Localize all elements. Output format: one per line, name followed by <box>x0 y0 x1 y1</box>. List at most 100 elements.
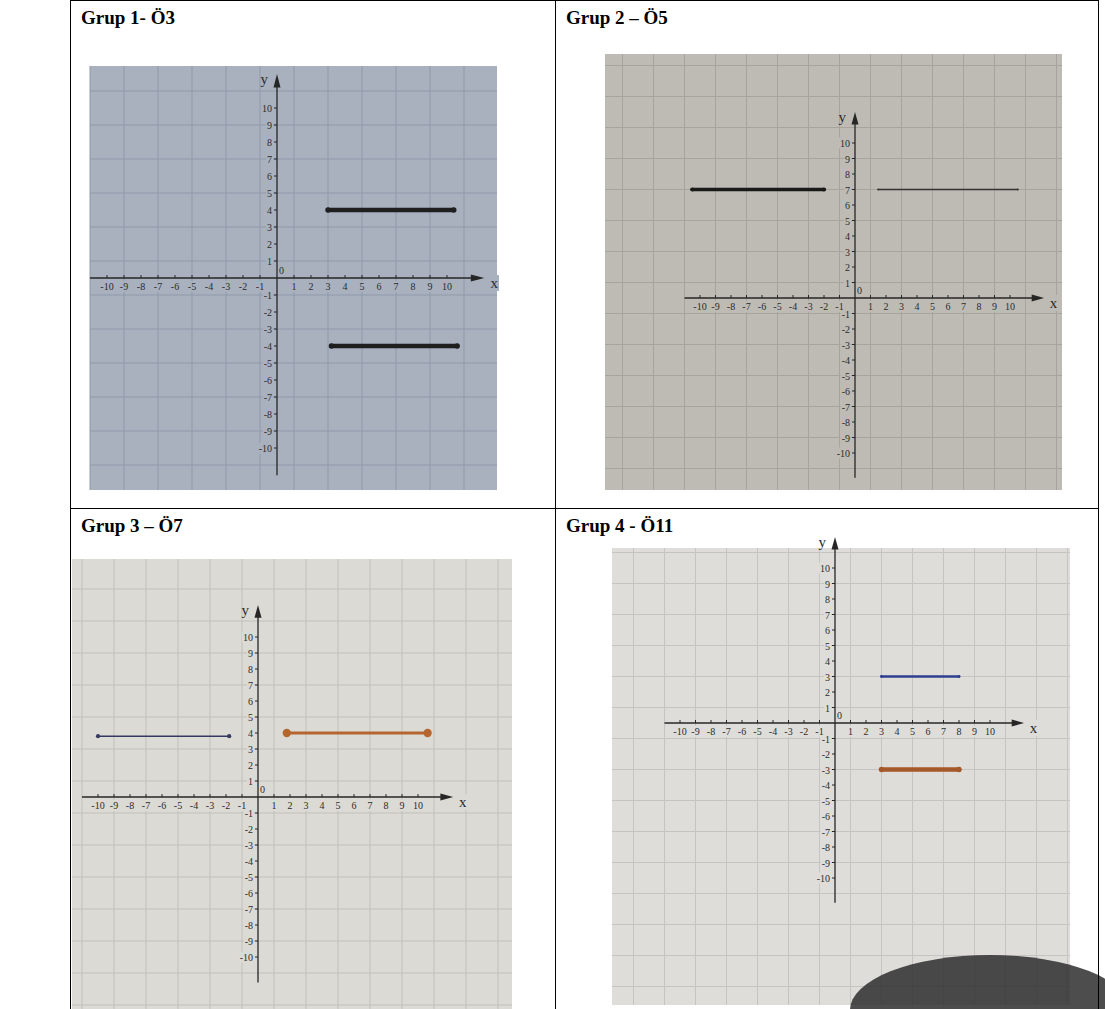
paper-grid-line <box>260 66 261 490</box>
drawn-segment <box>692 188 824 192</box>
y-axis <box>257 615 258 983</box>
axis-tick <box>695 720 696 723</box>
axis-tick <box>832 862 835 863</box>
axis-tick <box>932 295 933 298</box>
axis-tick <box>209 275 210 278</box>
axis-tick <box>808 295 809 298</box>
tick-number: -7 <box>821 826 831 837</box>
axis-tick <box>274 261 277 262</box>
paper-grid-line <box>870 54 871 490</box>
axis-tick <box>255 829 258 830</box>
tick-number: 1 <box>247 776 254 787</box>
drawn-segment <box>882 767 960 772</box>
tick-number: 10 <box>839 138 851 149</box>
tick-number: -1 <box>255 281 265 292</box>
axis-arrowhead <box>440 794 453 801</box>
group-heading: Grup 3 – Ö7 <box>71 509 193 543</box>
paper-grid-line <box>612 800 1070 801</box>
axis-tick <box>255 685 258 686</box>
tick-number: 7 <box>367 800 374 811</box>
paper-grid-line <box>605 344 1062 345</box>
tick-number: -5 <box>173 800 183 811</box>
axis-tick <box>852 344 855 345</box>
paper-grid-line <box>90 261 497 262</box>
tick-number: 10 <box>261 103 273 114</box>
axis-tick <box>418 794 419 797</box>
axis-tick <box>1010 295 1011 298</box>
tick-number: 8 <box>956 726 963 737</box>
axis-tick <box>928 720 929 723</box>
tick-number: 9 <box>991 301 998 312</box>
axis-arrowhead <box>274 74 281 88</box>
photo-paper <box>90 66 497 490</box>
paper-grid-line <box>605 220 1062 221</box>
tick-number: -4 <box>244 856 254 867</box>
axis-tick <box>255 813 258 814</box>
tick-number: -3 <box>263 324 273 335</box>
paper-grid-line <box>1005 548 1006 1005</box>
x-axis <box>90 277 474 278</box>
axis-tick <box>255 765 258 766</box>
axis-tick <box>852 205 855 206</box>
paper-grid-line <box>72 813 512 814</box>
axis-tick <box>852 189 855 190</box>
axis-tick <box>832 754 835 755</box>
axis-tick <box>832 831 835 832</box>
tick-number: -10 <box>99 281 114 292</box>
axis-tick <box>370 794 371 797</box>
tick-number: 8 <box>824 594 831 605</box>
paper-grid-line <box>757 548 758 1005</box>
paper-grid-line <box>90 295 497 296</box>
hand-shadow <box>850 955 1105 1009</box>
axis-tick <box>226 794 227 797</box>
tick-number: 10 <box>1004 301 1016 312</box>
paper-grid-line <box>1056 54 1057 490</box>
tick-number: -5 <box>772 301 782 312</box>
paper-grid-line <box>90 465 497 466</box>
tick-number: 9 <box>427 281 434 292</box>
tick-number: -4 <box>189 800 199 811</box>
axis-tick <box>757 720 758 723</box>
paper-grid-line <box>90 227 497 228</box>
paper-grid-line <box>72 973 512 974</box>
group-heading: Grup 2 – Ö5 <box>556 1 678 35</box>
axis-tick <box>362 275 363 278</box>
axis-tick <box>146 794 147 797</box>
axis-tick <box>274 210 277 211</box>
tick-number: -10 <box>836 448 851 459</box>
axis-tick <box>680 720 681 723</box>
x-axis <box>665 722 1015 723</box>
tick-number: 10 <box>412 800 424 811</box>
axis-tick <box>852 220 855 221</box>
tick-number: 1 <box>847 726 854 737</box>
tick-number: -9 <box>244 936 254 947</box>
tick-number: 5 <box>266 188 273 199</box>
tick-number: 6 <box>351 800 358 811</box>
segment-endpoint <box>451 207 456 212</box>
axis-tick <box>711 720 712 723</box>
axis-tick <box>255 749 258 750</box>
tick-number: -6 <box>757 301 767 312</box>
tick-number: 8 <box>247 664 254 675</box>
tick-number: 9 <box>399 800 406 811</box>
axis-tick <box>852 406 855 407</box>
paper-grid-line <box>901 54 902 490</box>
axis-label: y <box>818 534 828 550</box>
paper-grid-line <box>328 66 329 490</box>
axis-tick <box>974 720 975 723</box>
axis-tick <box>700 295 701 298</box>
axis-tick <box>839 295 840 298</box>
tick-number: -2 <box>799 726 809 737</box>
axis-tick <box>832 816 835 817</box>
paper-grid-line <box>72 749 512 750</box>
axis-tick <box>255 669 258 670</box>
tick-number: 6 <box>844 200 851 211</box>
axis-tick <box>832 785 835 786</box>
tick-number: 6 <box>945 301 952 312</box>
axis-tick <box>274 448 277 449</box>
x-axis <box>82 796 444 797</box>
tick-number: -3 <box>803 301 813 312</box>
segment-endpoint <box>227 734 231 738</box>
paper-grid-line <box>612 924 1070 925</box>
tick-number: 10 <box>242 632 254 643</box>
